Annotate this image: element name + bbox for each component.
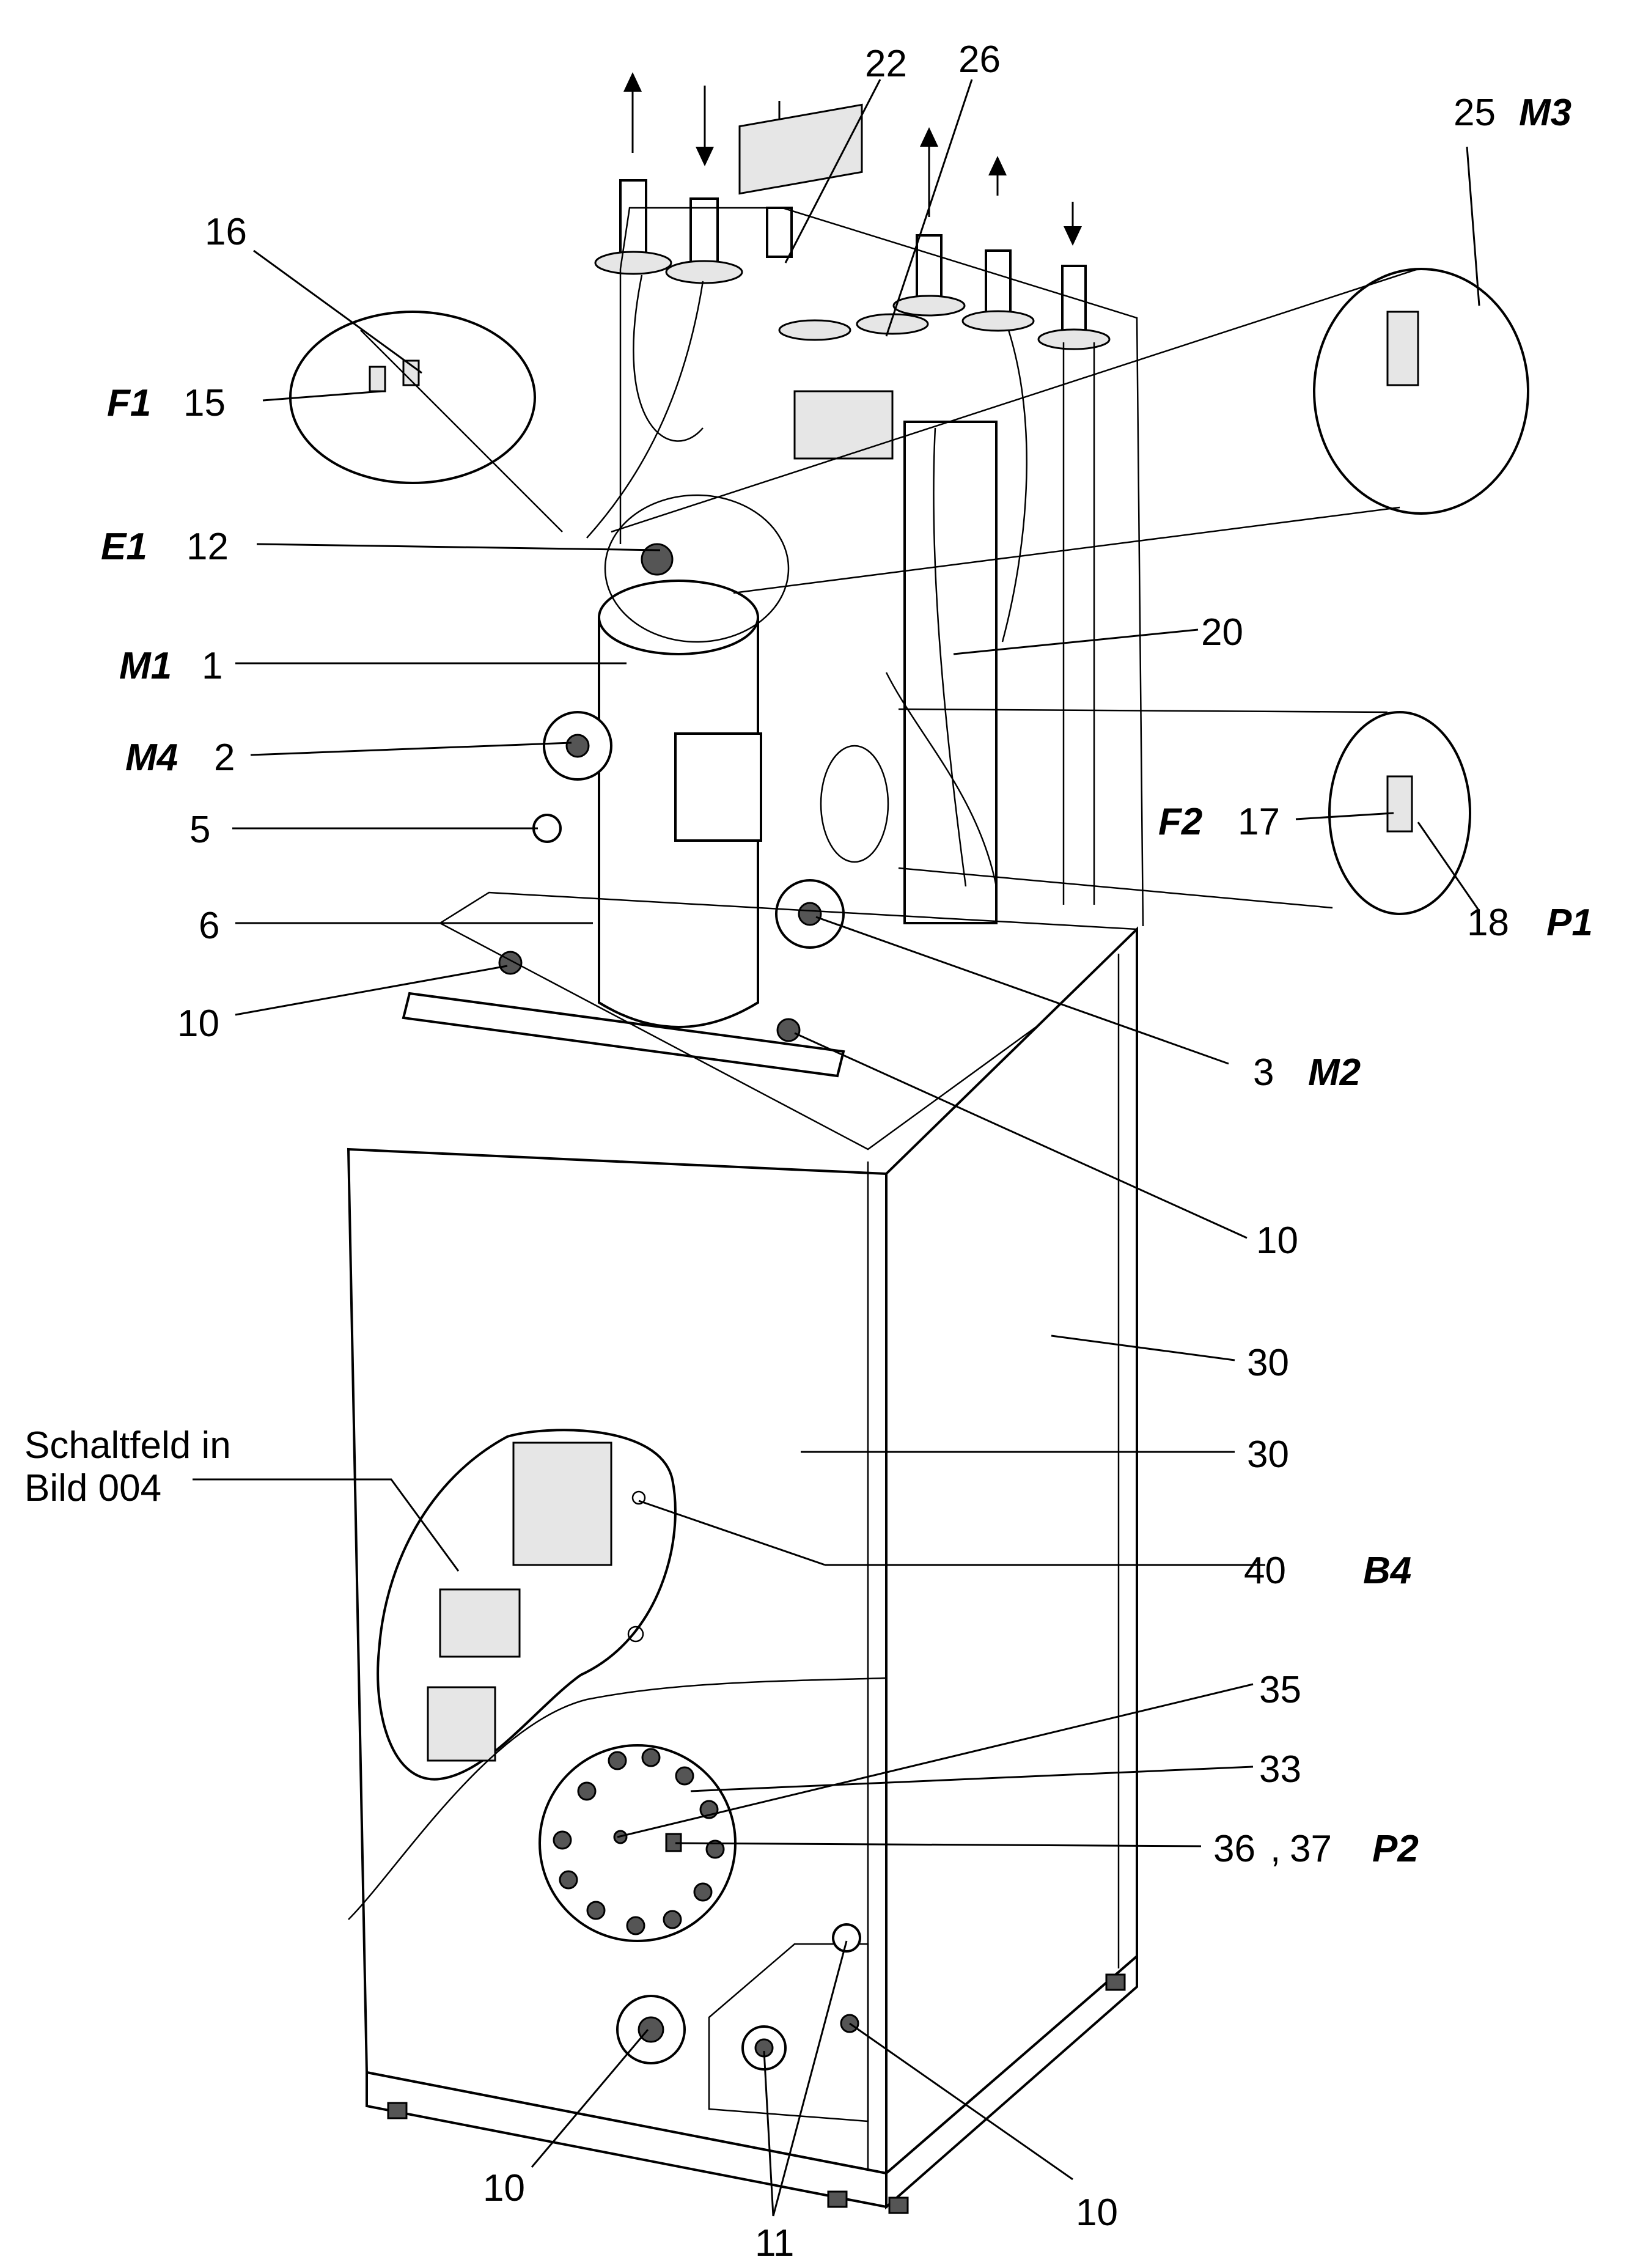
callout-11: 11 xyxy=(755,2222,794,2264)
callout-10d: 10 xyxy=(1076,2192,1118,2234)
panel-note-line2: Bild 004 xyxy=(24,1467,161,1509)
top-pipe-connections xyxy=(594,179,1111,350)
callout-12: 12 xyxy=(186,526,229,568)
arrow-up-5 xyxy=(988,156,1007,196)
leader-33 xyxy=(690,1765,1254,1792)
callout-3: 3 xyxy=(1253,1051,1274,1094)
leader-10d xyxy=(849,2022,1073,2181)
callout-25-code: M3 xyxy=(1519,92,1571,134)
callout-10c: 10 xyxy=(483,2167,525,2209)
callout-40-code: B4 xyxy=(1363,1550,1411,1592)
callout-22: 22 xyxy=(865,43,907,85)
leader-10b xyxy=(794,1032,1248,1239)
leader-3 xyxy=(815,916,1229,1065)
callout-6: 6 xyxy=(199,905,219,947)
callout-36-sep: , xyxy=(1270,1828,1281,1870)
callout-25: 25 xyxy=(1454,92,1496,134)
callout-1-code: M1 xyxy=(119,645,172,687)
callout-30a: 30 xyxy=(1247,1342,1289,1384)
leader-11b xyxy=(772,1940,848,2217)
callout-37: 37 xyxy=(1290,1828,1332,1870)
callout-18: 18 xyxy=(1467,902,1509,944)
leader-20 xyxy=(953,628,1199,655)
leader-25 xyxy=(1466,146,1480,306)
callout-1: 1 xyxy=(202,645,222,687)
leader-10c xyxy=(531,2029,649,2168)
leader-lines xyxy=(193,79,1480,2217)
leader-35 xyxy=(617,1683,1254,1838)
callout-35: 35 xyxy=(1259,1669,1301,1711)
lower-cabinet xyxy=(347,926,1138,2214)
arrow-up-1 xyxy=(623,72,642,153)
leader-16 xyxy=(253,249,422,374)
leader-11a xyxy=(763,2050,774,2217)
upper-frame xyxy=(586,103,1144,927)
callout-3-code: M2 xyxy=(1308,1051,1361,1094)
leader-30a xyxy=(1051,1335,1235,1361)
leader-36 xyxy=(675,1842,1202,1847)
callout-17-code: F2 xyxy=(1158,801,1202,843)
leader-17 xyxy=(1295,812,1394,820)
arrow-down-2 xyxy=(696,86,714,166)
compressor xyxy=(598,543,762,1028)
flange-cutaway xyxy=(348,1677,887,1942)
callout-10b: 10 xyxy=(1256,1220,1298,1262)
leader-18 xyxy=(1417,822,1480,911)
leader-15 xyxy=(262,390,383,402)
callout-36: 36 xyxy=(1213,1828,1255,1870)
callout-5: 5 xyxy=(189,809,210,851)
callout-18-code: P1 xyxy=(1546,902,1593,944)
callout-15: 15 xyxy=(183,382,226,424)
leader-panel xyxy=(193,1478,460,1572)
callout-36-code: P2 xyxy=(1372,1828,1419,1870)
callout-2-code: M4 xyxy=(125,737,178,779)
arrow-down-6 xyxy=(1064,202,1082,246)
leader-22 xyxy=(784,79,881,263)
arrow-up-4 xyxy=(920,127,938,217)
callout-33: 33 xyxy=(1259,1748,1301,1791)
callout-10a: 10 xyxy=(177,1003,219,1045)
callout-20: 20 xyxy=(1201,611,1243,654)
callout-16: 16 xyxy=(205,211,247,253)
detail-circles xyxy=(289,268,1529,915)
leader-40b xyxy=(638,1500,826,1566)
leader-26 xyxy=(885,79,973,337)
callout-12-code: E1 xyxy=(101,526,147,568)
callout-40: 40 xyxy=(1244,1550,1286,1592)
callout-30b: 30 xyxy=(1247,1434,1289,1476)
pumps-valves xyxy=(498,711,845,1042)
callout-17: 17 xyxy=(1238,801,1280,843)
leader-12 xyxy=(256,543,661,551)
callout-26: 26 xyxy=(958,39,1001,81)
callout-2: 2 xyxy=(214,737,235,779)
callout-labels: 22 26 25 M3 16 F1 15 E1 12 M1 1 M4 2 5 6… xyxy=(24,39,1593,2264)
panel-note-line1: Schaltfeld in xyxy=(24,1424,231,1467)
electrical-panel-cutaway xyxy=(377,1429,677,1781)
leader-2 xyxy=(250,742,572,756)
callout-15-code: F1 xyxy=(107,382,151,424)
leader-10a xyxy=(235,965,508,1016)
